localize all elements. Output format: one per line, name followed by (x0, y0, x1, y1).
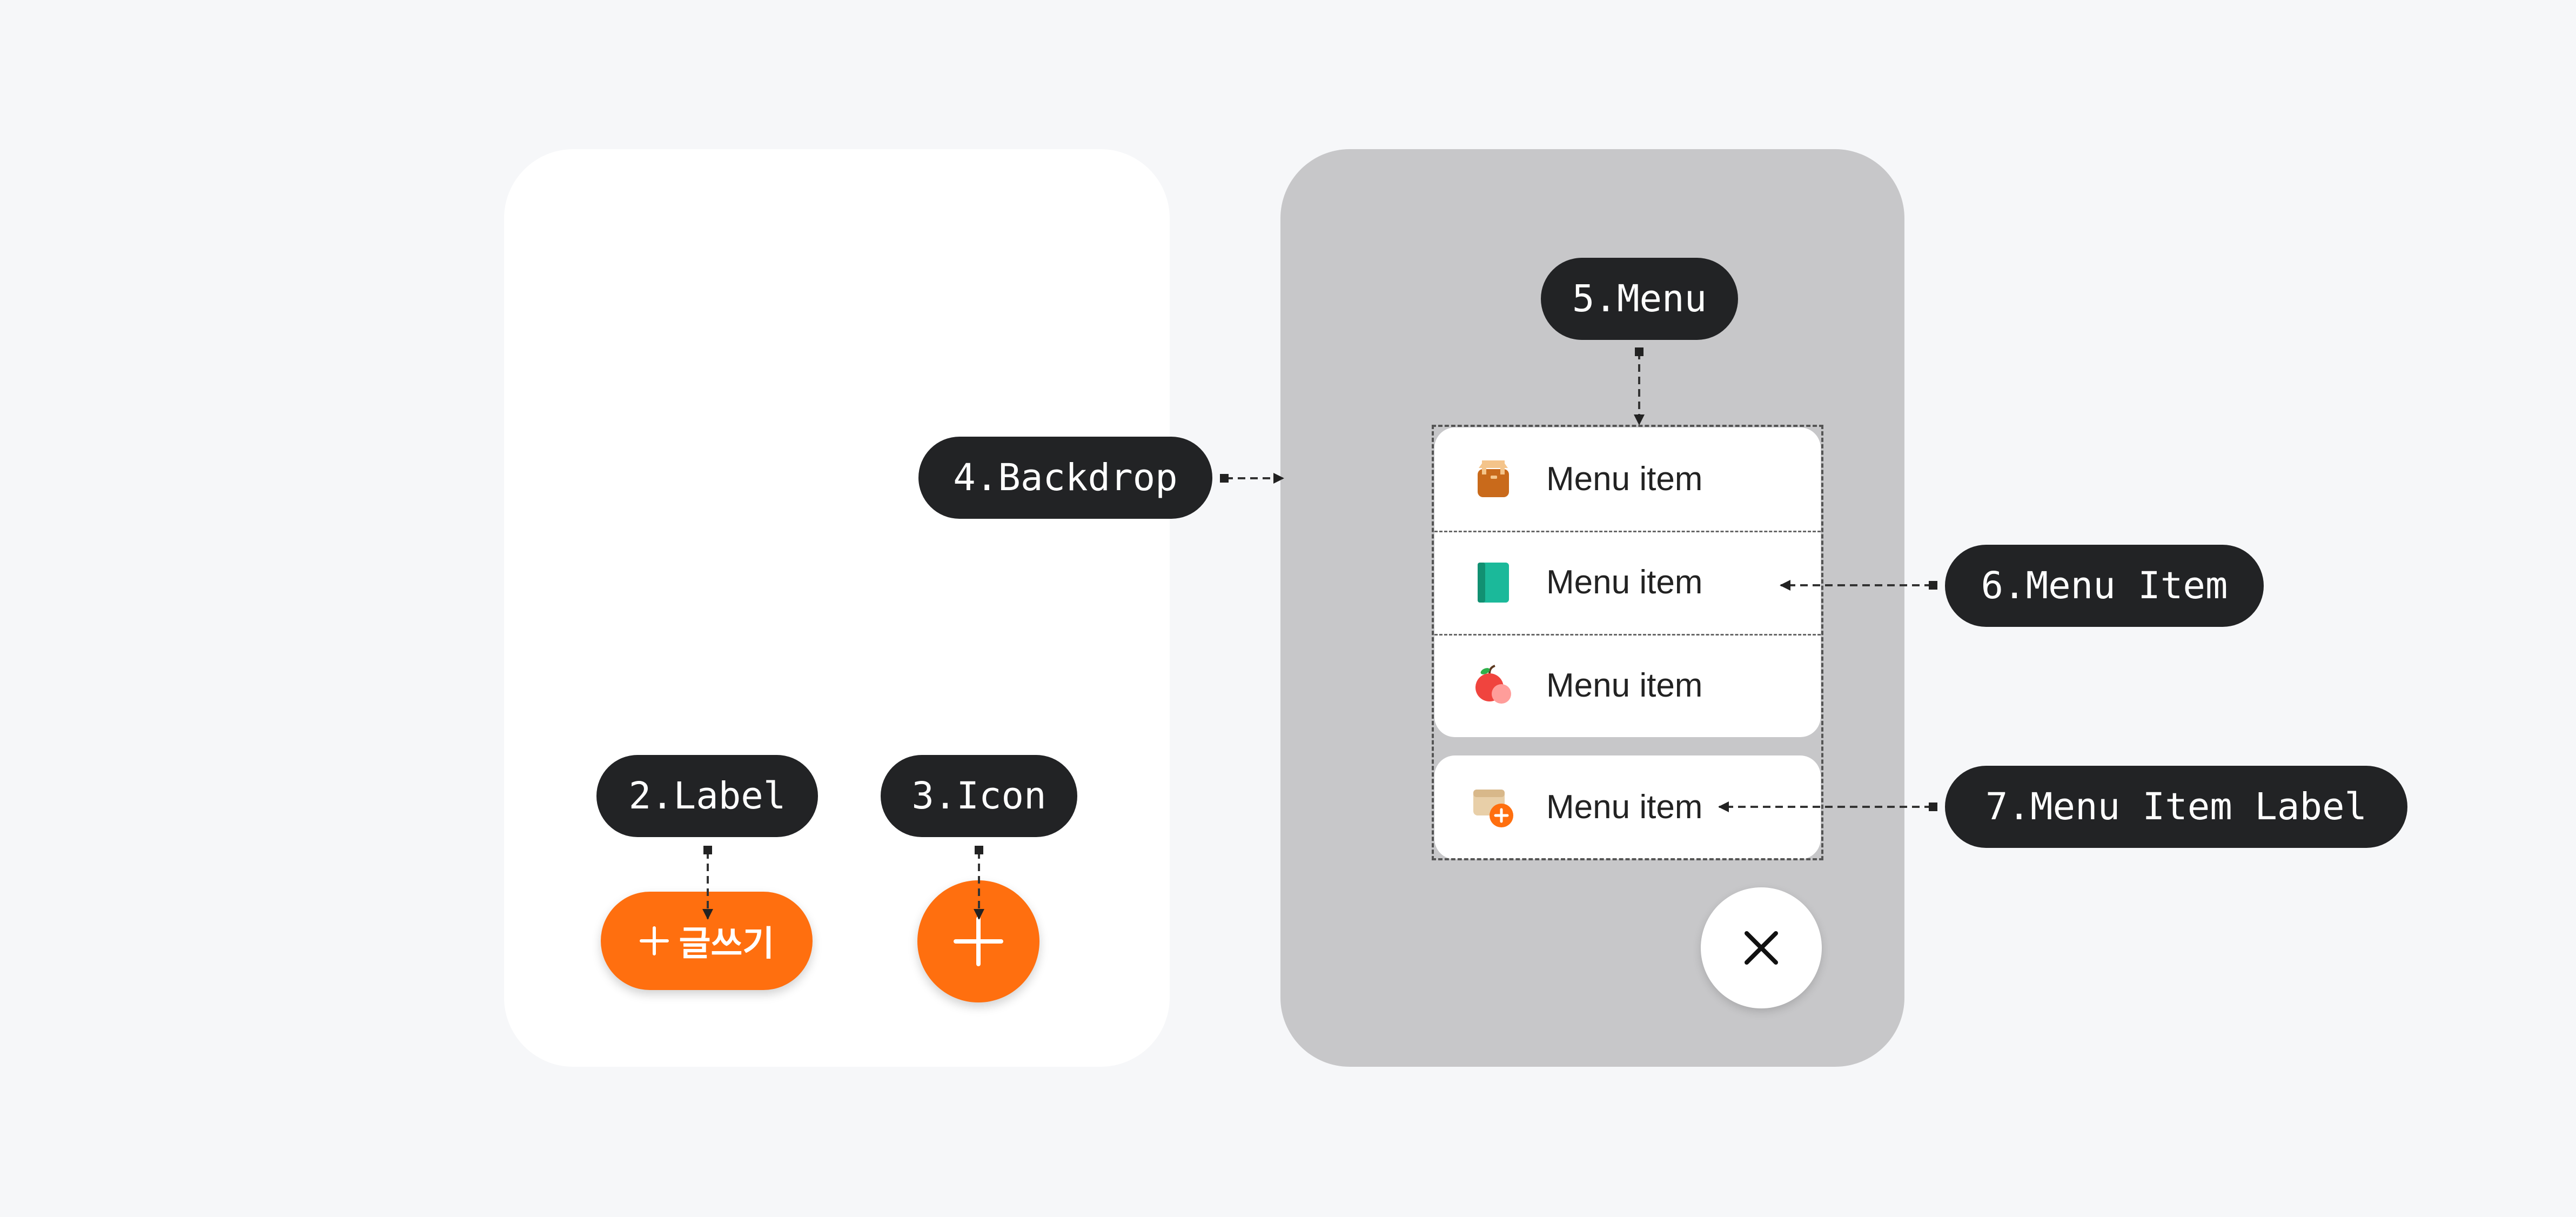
menu-item-label: Menu item (1546, 460, 1703, 498)
callout-label: 2.Label (596, 755, 818, 837)
plus-icon (954, 917, 1003, 966)
callout-menu-item: 6.Menu Item (1945, 545, 2264, 627)
menu-item[interactable]: Menu item (1434, 531, 1821, 634)
menu-list: Menu item Menu item Menu item (1434, 427, 1821, 737)
menu-item-label: Menu item (1546, 788, 1703, 826)
menu-item[interactable]: Menu item (1434, 755, 1821, 859)
fab-label-button[interactable]: 글쓰기 (601, 892, 813, 990)
menu-item-label: Menu item (1546, 564, 1703, 601)
close-icon (1745, 931, 1778, 965)
book-icon (1471, 560, 1515, 605)
callout-backdrop: 4.Backdrop (918, 437, 1212, 519)
callout-icon: 3.Icon (881, 755, 1077, 837)
fab-label-text: 글쓰기 (679, 924, 775, 964)
apple-icon (1471, 664, 1515, 708)
box-icon (1471, 457, 1515, 501)
close-button[interactable] (1701, 887, 1822, 1008)
menu-highlight-box (1432, 425, 1823, 860)
menu-item-divider (1434, 531, 1821, 532)
callout-menu: 5.Menu (1541, 258, 1738, 340)
fab-icon-button[interactable] (917, 880, 1039, 1002)
box-plus-icon (1471, 785, 1515, 830)
plus-icon (639, 926, 669, 955)
menu-item-divider (1434, 634, 1821, 636)
menu-item-label: Menu item (1546, 667, 1703, 704)
callout-menu-item-label: 7.Menu Item Label (1945, 766, 2407, 848)
menu-item[interactable]: Menu item (1434, 427, 1821, 531)
menu-item[interactable]: Menu item (1434, 634, 1821, 737)
